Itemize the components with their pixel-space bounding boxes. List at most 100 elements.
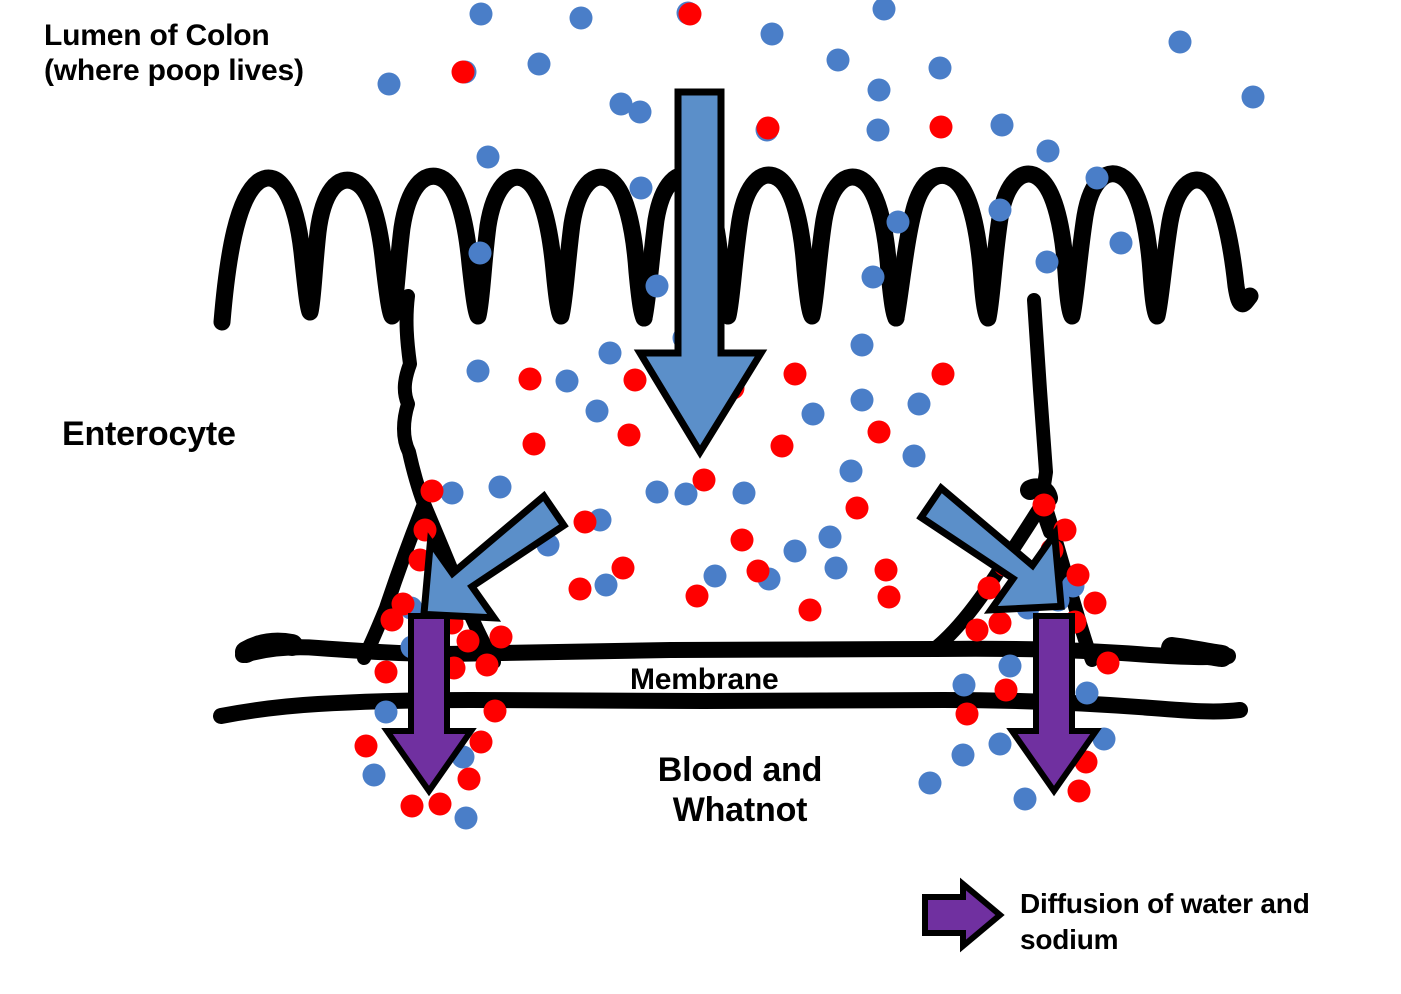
water-dot bbox=[555, 369, 579, 393]
water-dot bbox=[866, 118, 890, 142]
water-dot bbox=[527, 52, 551, 76]
sodium-dot bbox=[931, 362, 955, 386]
water-dot bbox=[440, 481, 464, 505]
sodium-dot bbox=[611, 556, 635, 580]
sodium-dot bbox=[428, 792, 452, 816]
water-dot bbox=[1109, 231, 1133, 255]
water-dot bbox=[1035, 250, 1059, 274]
blue-diagonal-arrow-left bbox=[420, 490, 569, 622]
sodium-dot bbox=[685, 584, 709, 608]
water-dot bbox=[374, 700, 398, 724]
sodium-dot bbox=[955, 702, 979, 726]
sodium-dot bbox=[623, 368, 647, 392]
enterocyte-label: Enterocyte bbox=[62, 415, 236, 453]
sodium-dot bbox=[617, 423, 641, 447]
sodium-dot bbox=[770, 434, 794, 458]
water-dot bbox=[674, 482, 698, 506]
sodium-dot bbox=[518, 367, 542, 391]
sodium-dot bbox=[475, 653, 499, 677]
water-dot bbox=[826, 48, 850, 72]
water-dot bbox=[998, 654, 1022, 678]
water-dot bbox=[598, 341, 622, 365]
sodium-dot bbox=[380, 608, 404, 632]
water-dot bbox=[988, 732, 1012, 756]
sodium-dot bbox=[1083, 591, 1107, 615]
water-dot bbox=[1092, 727, 1116, 751]
water-dot bbox=[732, 481, 756, 505]
water-dot bbox=[594, 573, 618, 597]
sodium-dot bbox=[977, 576, 1001, 600]
water-dot bbox=[850, 333, 874, 357]
sodium-dot bbox=[568, 577, 592, 601]
water-dot bbox=[377, 72, 401, 96]
water-dot bbox=[867, 78, 891, 102]
sodium-dot bbox=[988, 611, 1012, 635]
water-dot bbox=[469, 2, 493, 26]
water-dot bbox=[824, 556, 848, 580]
sodium-dot bbox=[877, 585, 901, 609]
water-dot bbox=[609, 92, 633, 116]
water-dot bbox=[703, 564, 727, 588]
legend-text: Diffusion of water and sodium bbox=[1020, 888, 1310, 955]
water-dot bbox=[818, 525, 842, 549]
water-dot bbox=[476, 145, 500, 169]
blood-and-whatnot-label: Blood and Whatnot bbox=[657, 751, 823, 830]
sodium-dot bbox=[730, 528, 754, 552]
sodium-dot bbox=[1066, 563, 1090, 587]
blue-diagonal-arrow-right bbox=[916, 482, 1065, 614]
sodium-dot bbox=[354, 734, 378, 758]
water-dot bbox=[454, 806, 478, 830]
sodium-dot bbox=[457, 767, 481, 791]
microvilli-brush-border bbox=[213, 165, 1259, 331]
purple-down-arrow-right bbox=[1006, 613, 1102, 797]
water-dot bbox=[886, 210, 910, 234]
water-dot bbox=[861, 265, 885, 289]
sodium-dot bbox=[469, 730, 493, 754]
sodium-dot bbox=[456, 629, 480, 653]
water-dot bbox=[952, 673, 976, 697]
sodium-dot bbox=[420, 479, 444, 503]
water-dot bbox=[1168, 30, 1192, 54]
sodium-dot bbox=[874, 558, 898, 582]
water-dot bbox=[585, 399, 609, 423]
blue-down-arrow bbox=[633, 88, 768, 459]
sodium-dot bbox=[1053, 518, 1077, 542]
sodium-dot bbox=[413, 518, 437, 542]
sodium-dot bbox=[845, 496, 869, 520]
water-dot bbox=[850, 388, 874, 412]
water-dot bbox=[466, 359, 490, 383]
sodium-dot bbox=[522, 432, 546, 456]
water-dot bbox=[1085, 166, 1109, 190]
sodium-dot bbox=[678, 2, 702, 26]
sodium-dot bbox=[489, 625, 513, 649]
sodium-dot bbox=[783, 362, 807, 386]
water-dot bbox=[872, 0, 896, 21]
water-dot bbox=[1036, 139, 1060, 163]
water-dot bbox=[569, 6, 593, 30]
water-dot bbox=[628, 100, 652, 124]
water-dot bbox=[801, 402, 825, 426]
water-dot bbox=[760, 22, 784, 46]
water-dot bbox=[468, 241, 492, 265]
sodium-dot bbox=[692, 468, 716, 492]
water-dot bbox=[990, 113, 1014, 137]
sodium-dot bbox=[929, 115, 953, 139]
sodium-dot bbox=[483, 699, 507, 723]
water-dot bbox=[907, 392, 931, 416]
sodium-dot bbox=[1067, 779, 1091, 803]
water-dot bbox=[839, 459, 863, 483]
water-dot bbox=[1075, 681, 1099, 705]
sodium-dot bbox=[867, 420, 891, 444]
sodium-dot bbox=[374, 660, 398, 684]
lumen-of-colon-label: Lumen of Colon (where poop lives) bbox=[44, 19, 304, 88]
water-dot bbox=[902, 444, 926, 468]
water-dot bbox=[1241, 85, 1265, 109]
water-dot bbox=[988, 198, 1012, 222]
water-dot bbox=[362, 763, 386, 787]
legend-right-arrow-icon bbox=[922, 877, 1005, 953]
sodium-dot bbox=[756, 116, 780, 140]
membrane-upper-line bbox=[235, 632, 1236, 667]
water-dot bbox=[645, 480, 669, 504]
